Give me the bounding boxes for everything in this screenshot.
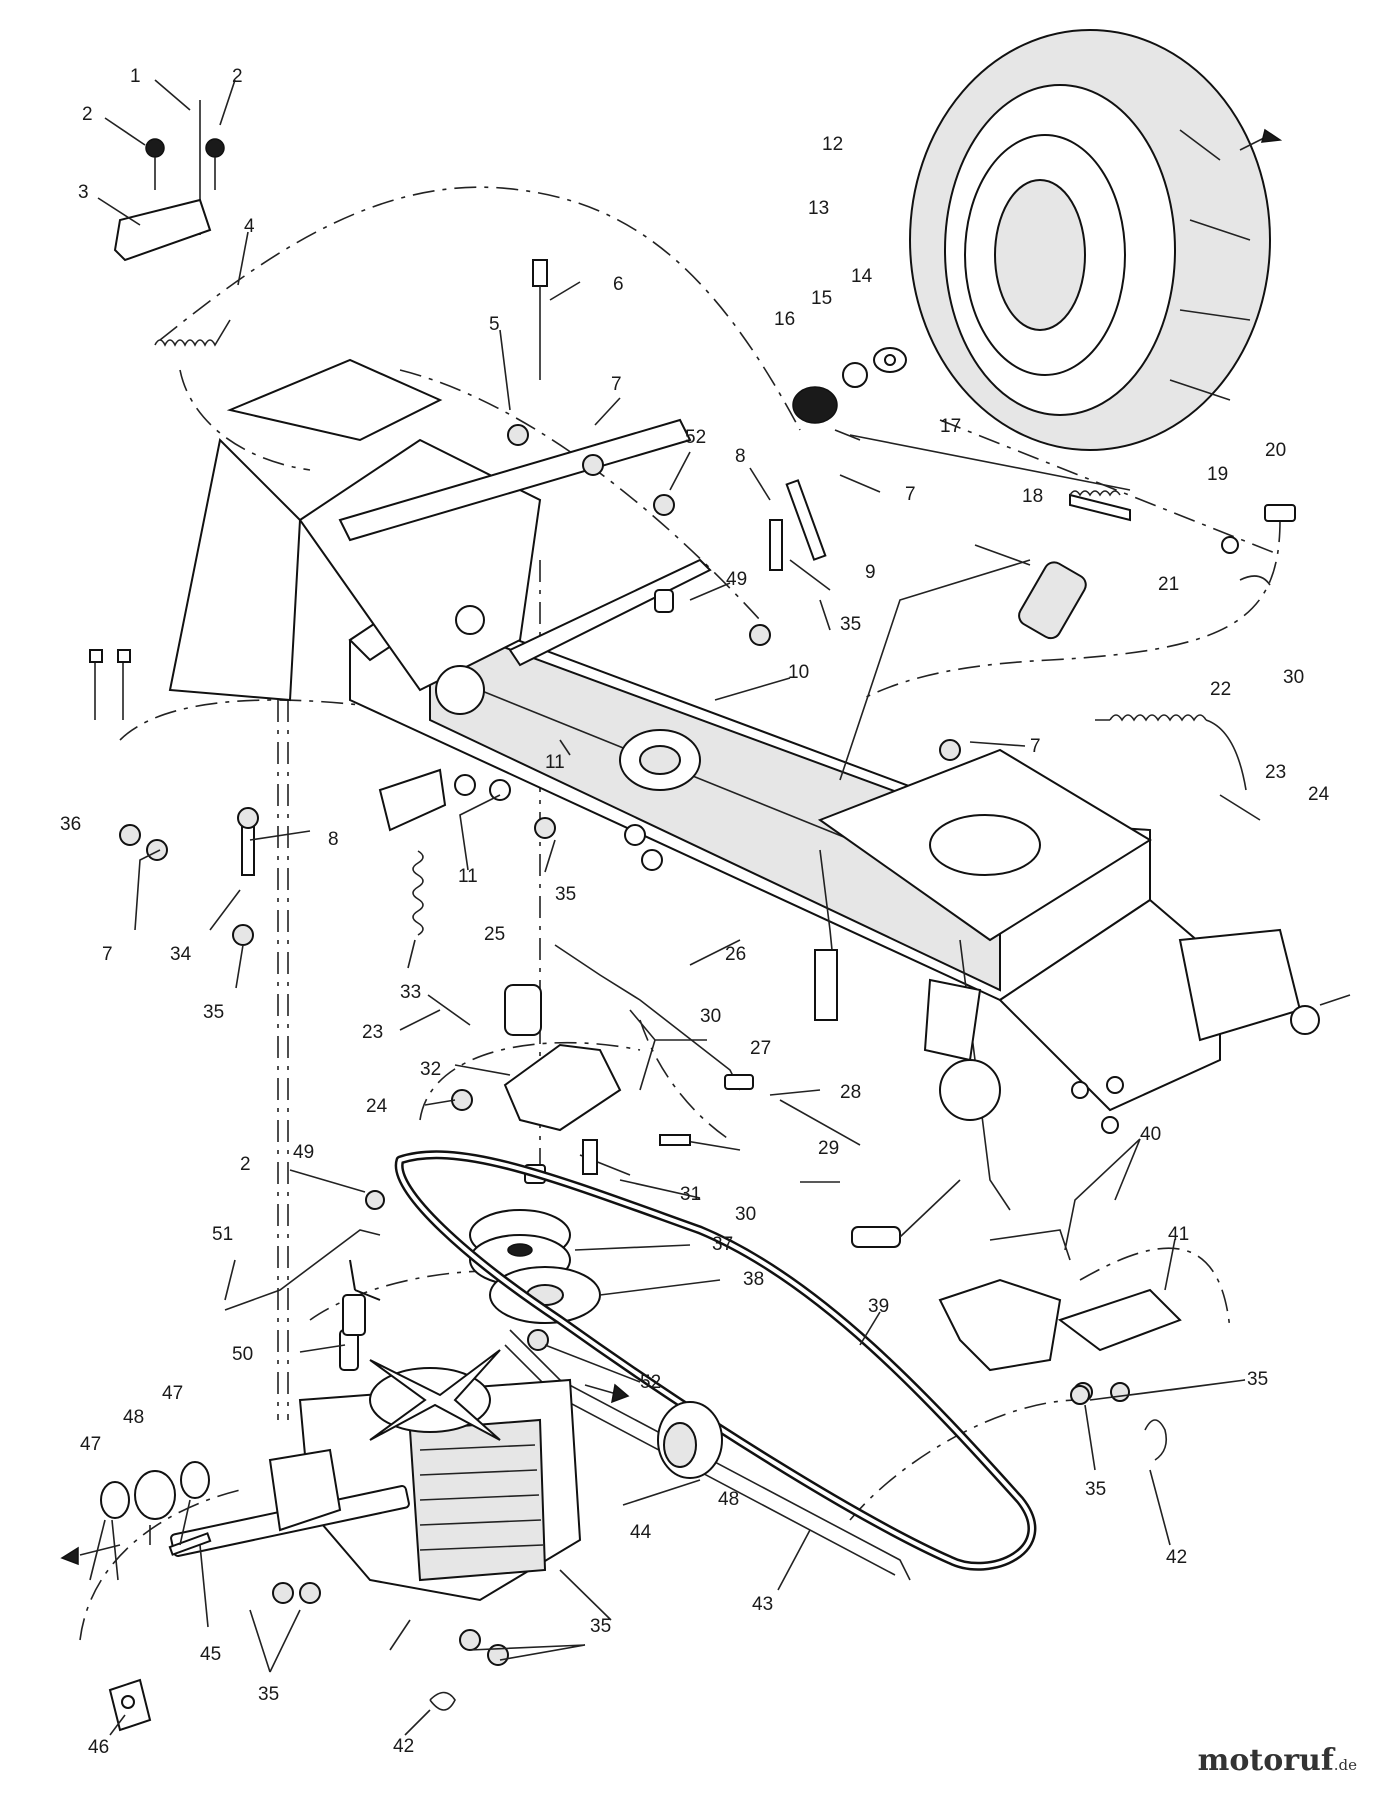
callout-44: 44	[630, 1522, 652, 1543]
callout-9: 9	[865, 562, 876, 583]
callout-42: 42	[393, 1736, 414, 1757]
callout-35: 35	[1085, 1479, 1106, 1500]
callout-45: 45	[200, 1644, 221, 1665]
callout-7: 7	[1030, 736, 1041, 757]
callout-7: 7	[102, 944, 113, 965]
callout-27: 27	[750, 1038, 771, 1059]
callout-49: 49	[293, 1142, 314, 1163]
callout-26: 26	[725, 944, 746, 965]
callout-5: 5	[489, 314, 500, 335]
watermark-logo: motoruf.de	[1198, 1743, 1357, 1778]
rear-wheel	[909, 29, 1283, 451]
callout-42: 42	[1166, 1547, 1187, 1568]
callout-7: 7	[905, 484, 916, 505]
callout-37: 37	[712, 1234, 733, 1255]
transaxle	[60, 1349, 630, 1602]
callout-35: 35	[590, 1616, 611, 1637]
callout-30: 30	[700, 1006, 721, 1027]
callout-35: 35	[840, 614, 861, 635]
callout-22: 22	[1210, 679, 1231, 700]
callout-52: 52	[685, 427, 706, 448]
steering-linkage	[814, 559, 1031, 1248]
callout-19: 19	[1207, 464, 1228, 485]
callout-35: 35	[1247, 1369, 1268, 1390]
callout-6: 6	[613, 274, 624, 295]
callout-36: 36	[60, 814, 81, 835]
dashed-routing-lines	[79, 186, 1281, 1641]
callout-47: 47	[162, 1383, 183, 1404]
callout-28: 28	[840, 1082, 861, 1103]
callout-24: 24	[1308, 784, 1330, 805]
callout-2: 2	[82, 104, 93, 125]
wheel-hardware	[792, 347, 1296, 640]
callout-4: 4	[244, 216, 255, 237]
callout-30: 30	[1283, 667, 1304, 688]
callout-40: 40	[1140, 1124, 1161, 1145]
callout-47: 47	[80, 1434, 101, 1455]
callout-46: 46	[88, 1737, 109, 1758]
callout-15: 15	[811, 288, 832, 309]
callout-13: 13	[808, 198, 829, 219]
callout-35: 35	[555, 884, 576, 905]
callout-30: 30	[735, 1204, 756, 1225]
callout-41: 41	[1168, 1224, 1189, 1245]
callout-51: 51	[212, 1224, 233, 1245]
callout-25: 25	[484, 924, 505, 945]
callout-38: 38	[743, 1269, 764, 1290]
callout-23: 23	[362, 1022, 383, 1043]
callout-11: 11	[458, 866, 478, 887]
callout-2: 2	[240, 1154, 251, 1175]
watermark-ext: .de	[1333, 1756, 1357, 1774]
callout-12: 12	[822, 134, 843, 155]
callout-33: 33	[400, 982, 421, 1003]
right-brackets	[938, 1076, 1182, 1461]
callout-20: 20	[1265, 440, 1286, 461]
callout-24: 24	[366, 1096, 388, 1117]
drive-belt	[394, 1150, 1037, 1571]
callout-14: 14	[851, 266, 873, 287]
chassis-frame	[168, 358, 1351, 1112]
callout-35: 35	[258, 1684, 279, 1705]
callout-49: 49	[726, 569, 747, 590]
callout-34: 34	[170, 944, 192, 965]
callout-43: 43	[752, 1594, 773, 1615]
bolts-and-nuts	[89, 138, 1090, 1666]
callout-2: 2	[232, 66, 243, 87]
callout-48: 48	[718, 1489, 739, 1510]
callout-32: 32	[420, 1059, 441, 1080]
callout-31: 31	[680, 1184, 701, 1205]
callout-35: 35	[203, 1002, 224, 1023]
callout-16: 16	[774, 309, 795, 330]
watermark-brand: motoruf	[1197, 1743, 1334, 1778]
callout-18: 18	[1022, 486, 1043, 507]
leader-lines	[89, 79, 1246, 1736]
callout-50: 50	[232, 1344, 253, 1365]
callout-8: 8	[735, 446, 746, 467]
callout-8: 8	[328, 829, 339, 850]
callout-10: 10	[788, 662, 809, 683]
springs-and-rods	[113, 100, 1261, 1581]
callout-17: 17	[940, 416, 961, 437]
callout-7: 7	[611, 374, 622, 395]
callout-39: 39	[868, 1296, 889, 1317]
callout-21: 21	[1158, 574, 1179, 595]
callout-52: 52	[640, 1372, 661, 1393]
callout-1: 1	[130, 66, 141, 87]
callout-labels: 1 2 2 2 3 4 5 6 7 7 7 7 8 8 9 10 11 11 1…	[60, 66, 1330, 1758]
callout-29: 29	[818, 1138, 839, 1159]
callout-11: 11	[545, 752, 565, 773]
callout-3: 3	[78, 182, 89, 203]
callout-23: 23	[1265, 762, 1286, 783]
callout-48: 48	[123, 1407, 144, 1428]
